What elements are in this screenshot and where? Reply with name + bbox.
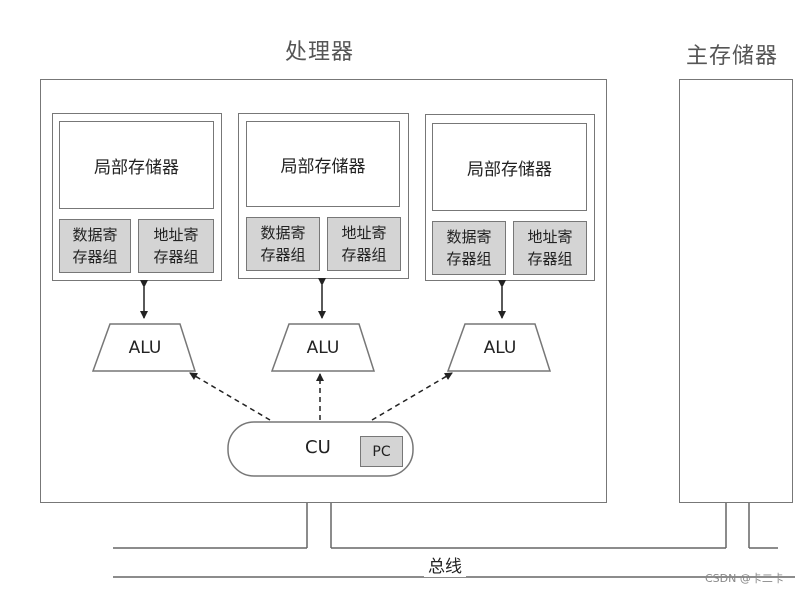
address-register-group-1: 地址寄 存器组 xyxy=(138,219,214,273)
local-memory-1: 局部存储器 xyxy=(59,121,214,209)
memory-title: 主存储器 xyxy=(686,44,779,69)
address-register-group-3: 地址寄 存器组 xyxy=(513,221,587,275)
pc-register: PC xyxy=(360,436,403,467)
alu-shape-1 xyxy=(91,323,197,372)
address-register-group-2: 地址寄 存器组 xyxy=(327,217,401,271)
cu-alu-dashed-1 xyxy=(189,372,271,421)
data-register-group-2: 数据寄 存器组 xyxy=(246,217,320,271)
local-memory-2: 局部存储器 xyxy=(246,121,400,207)
alu-label-1: ALU xyxy=(128,338,162,358)
processor-title: 处理器 xyxy=(285,40,355,65)
bus-label: 总线 xyxy=(424,552,466,577)
local-memory-3: 局部存储器 xyxy=(432,123,587,211)
data-register-group-1: 数据寄 存器组 xyxy=(59,219,131,273)
alu-label-3: ALU xyxy=(483,338,517,358)
data-register-group-3: 数据寄 存器组 xyxy=(432,221,506,275)
cu-alu-dashed-3 xyxy=(371,372,453,421)
watermark: CSDN @卡二卡 xyxy=(705,572,784,585)
main-memory-box xyxy=(679,79,793,503)
alu-shape-3 xyxy=(446,323,552,372)
alu-shape-2 xyxy=(270,323,376,372)
alu-label-2: ALU xyxy=(306,338,340,358)
cu-label: CU xyxy=(305,437,331,458)
